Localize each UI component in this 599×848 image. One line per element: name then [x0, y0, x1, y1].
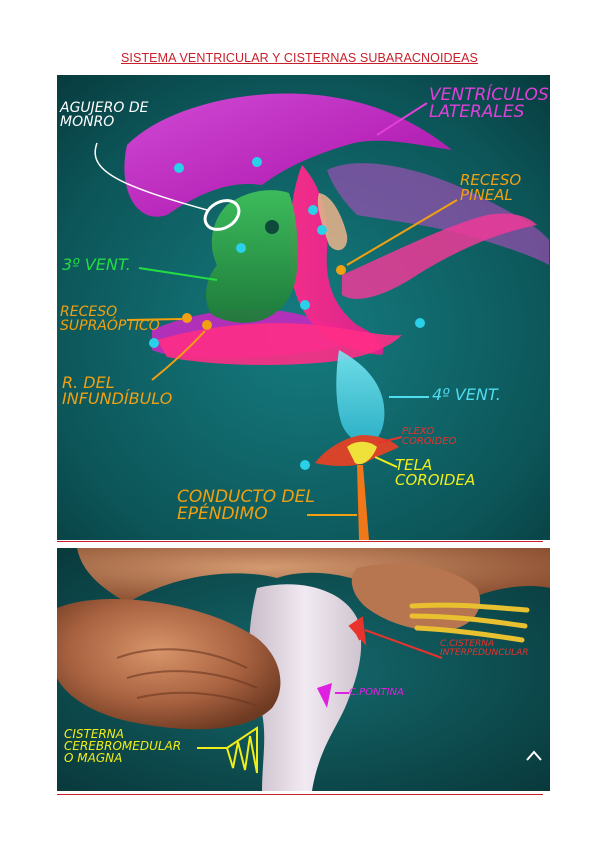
label-conducto-ependimo: CONDUCTO DEL EPÉNDIMO: [177, 487, 315, 524]
marker-dot: [182, 313, 192, 323]
marker-dot: [317, 225, 327, 235]
ventricles-illustration: [57, 75, 550, 540]
pink-posterior-band: [342, 213, 537, 299]
marker-dot: [252, 157, 262, 167]
leader-monro: [94, 142, 208, 211]
interpeduncular-cistern-marker: [348, 616, 367, 647]
label-cisterna-interpeduncular: C.CISTERNA INTERPEDUNCULAR: [440, 639, 529, 658]
leader-plexo: [376, 436, 403, 444]
ventricular-system-figure: AGUJERO DE MONRO VENTRÍCULOS LATERALES R…: [57, 75, 550, 540]
pineal-region: [317, 193, 348, 251]
leader-supraoptico: [126, 318, 183, 321]
marker-dot: [300, 300, 310, 310]
fourth-ventricle: [336, 350, 385, 445]
marker-dot: [174, 163, 184, 173]
leader-ventriculos: [376, 102, 428, 136]
temporal-lobe: [77, 548, 550, 603]
uncus-lobe: [351, 563, 481, 631]
label-receso-supraoptico: RECESO SUPRAÓPTICO: [60, 304, 160, 334]
label-receso-infundibulo: R. DEL INFUNDÍBULO: [62, 373, 173, 408]
cisterns-illustration: [57, 548, 550, 791]
figure1-bottom-rule: [57, 541, 543, 542]
cisterna-magna-marker: [225, 726, 258, 774]
marker-dot: [336, 265, 346, 275]
brainstem: [249, 584, 362, 791]
label-cisterna-magna: CISTERNA CEREBROMEDULAR O MAGNA: [64, 727, 182, 765]
cranial-nerves: [409, 602, 530, 643]
leader-pineal: [346, 199, 458, 266]
marker-dot: [300, 460, 310, 470]
cisterns-figure: C.CISTERNA INTERPEDUNCULAR C.PONTINA CIS…: [57, 548, 550, 791]
pontine-cistern-marker: [317, 683, 332, 708]
label-agujero-monro: AGUJERO DE MONRO: [60, 100, 149, 130]
marker-dot: [202, 320, 212, 330]
label-tercer-ventriculo: 3º VENT.: [62, 255, 131, 274]
leader-infundibulo: [151, 330, 206, 381]
marker-dot: [415, 318, 425, 328]
label-cuarto-ventriculo: 4º VENT.: [432, 385, 501, 404]
monro-foramen-marker: [203, 199, 241, 231]
page-title: SISTEMA VENTRICULAR Y CISTERNAS SUBARACN…: [121, 51, 478, 65]
label-tela-coroidea: TELA COROIDEA: [395, 456, 476, 489]
leader-3vent: [138, 267, 218, 281]
leader-interpeduncular: [364, 629, 443, 659]
interthalamic-adhesion: [265, 220, 279, 234]
label-cisterna-pontina: C.PONTINA: [349, 687, 404, 698]
marker-dot: [308, 205, 318, 215]
marker-dot: [236, 243, 246, 253]
ependymal-canal: [357, 465, 369, 540]
leader-tela: [374, 456, 398, 468]
label-receso-pineal: RECESO PINEAL: [460, 171, 522, 204]
label-plexo-coroideo: PLEXO COROIDEO: [402, 426, 457, 447]
chevron-up-icon: [526, 750, 542, 761]
marker-dot: [149, 338, 159, 348]
tela-choroidea: [347, 441, 377, 465]
label-ventriculos-laterales: VENTRÍCULOS LATERALES: [429, 85, 549, 122]
lateral-ventricle-body: [124, 93, 453, 217]
figure2-bottom-rule: [57, 794, 543, 795]
cerebellar-folia: [116, 648, 258, 707]
lateral-ventricle-posterior-horn: [327, 163, 549, 265]
